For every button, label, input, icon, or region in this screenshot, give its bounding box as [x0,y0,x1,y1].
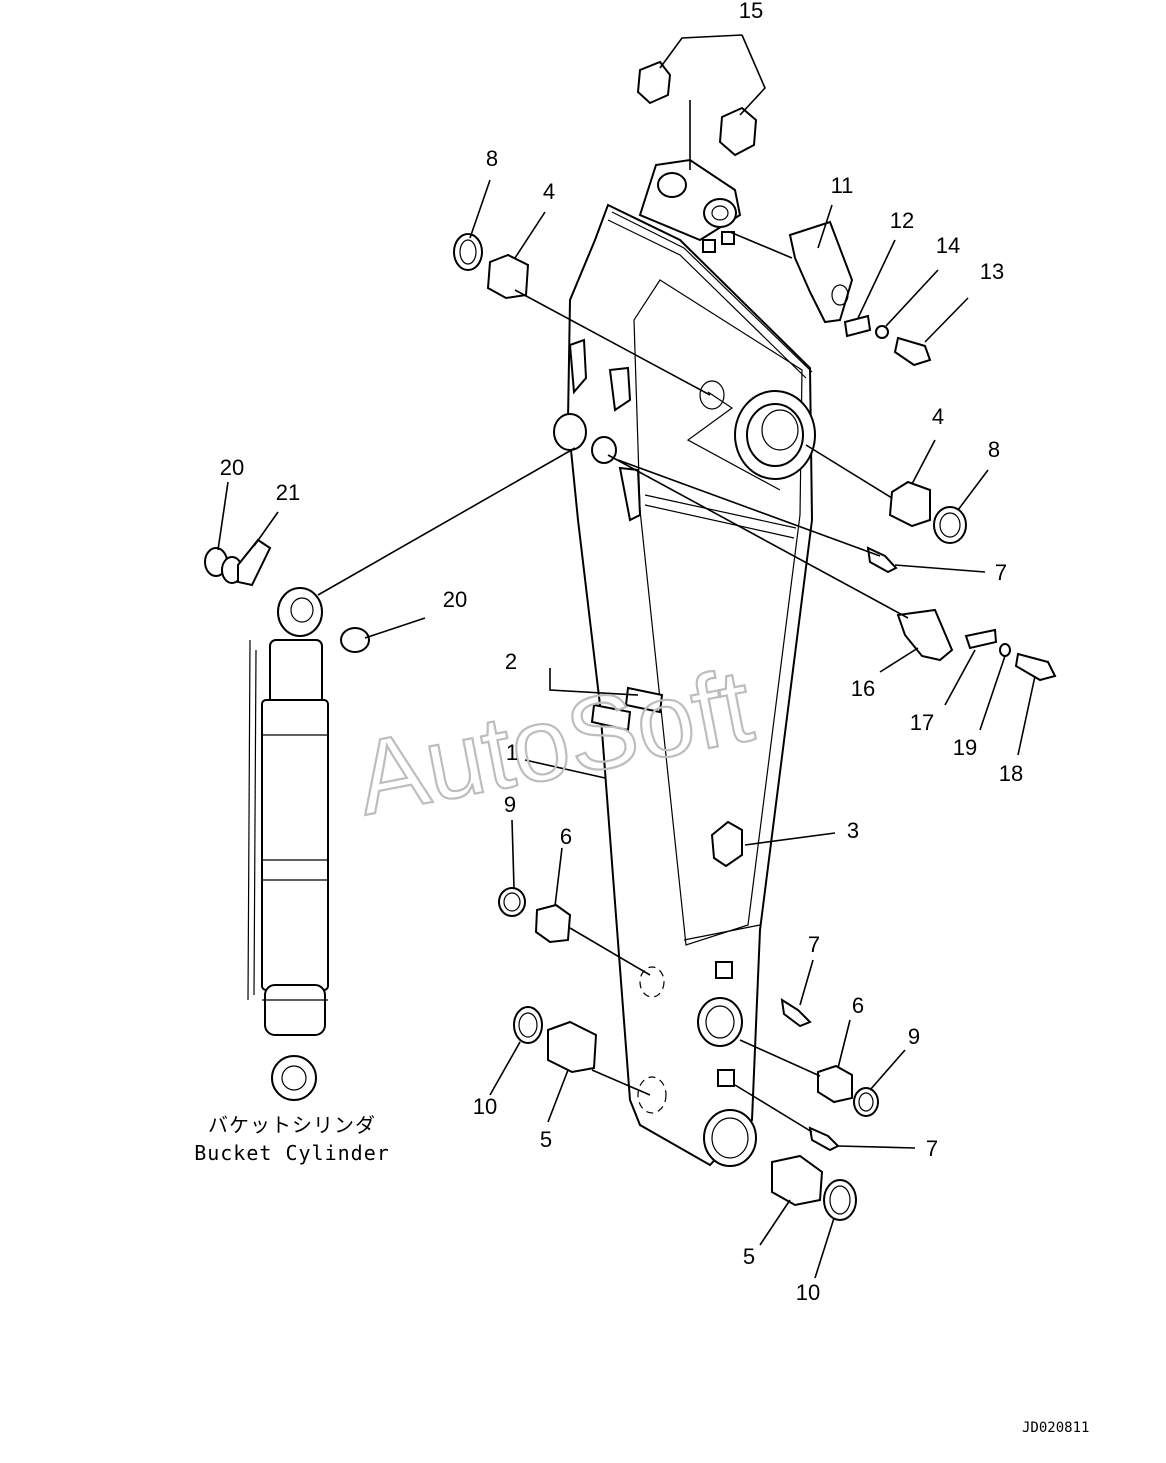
callout-numbers: 15 8 4 11 12 14 13 4 8 7 20 21 20 16 17 … [220,0,1023,1305]
callout-7: 7 [995,560,1007,585]
callout-1: 1 [506,740,518,765]
callout-9: 9 [908,1024,920,1049]
callout-8: 8 [486,146,498,171]
callout-21: 21 [276,480,300,505]
callout-19: 19 [953,735,977,760]
callout-12: 12 [890,208,914,233]
callout-15: 15 [739,0,763,23]
callout-10: 10 [473,1094,497,1119]
callout-20: 20 [443,587,467,612]
callout-4: 4 [543,179,555,204]
bucket-cylinder-drawing [247,587,329,1101]
callout-5: 5 [540,1127,552,1152]
callout-8: 8 [988,437,1000,462]
bucket-cylinder-label-en: Bucket Cylinder [194,1141,390,1165]
callout-20: 20 [220,455,244,480]
callout-3: 3 [847,818,859,843]
callout-7: 7 [808,932,820,957]
callout-10: 10 [796,1280,820,1305]
callout-16: 16 [851,676,875,701]
callout-4: 4 [932,404,944,429]
callout-5: 5 [743,1244,755,1269]
leader-lines [217,34,1036,1279]
callout-11: 11 [831,173,854,198]
arm-assembly [553,158,816,1167]
callout-9: 9 [504,792,516,817]
callout-18: 18 [999,761,1023,786]
callout-7: 7 [926,1136,938,1161]
bucket-cylinder-label-jp: バケットシリンダ [208,1113,376,1137]
callout-6: 6 [560,824,572,849]
document-id: JD020811 [1022,1420,1089,1436]
callout-13: 13 [980,259,1004,284]
callout-17: 17 [910,710,934,735]
callout-6: 6 [852,993,864,1018]
callout-2: 2 [505,649,517,674]
callout-14: 14 [936,233,960,258]
